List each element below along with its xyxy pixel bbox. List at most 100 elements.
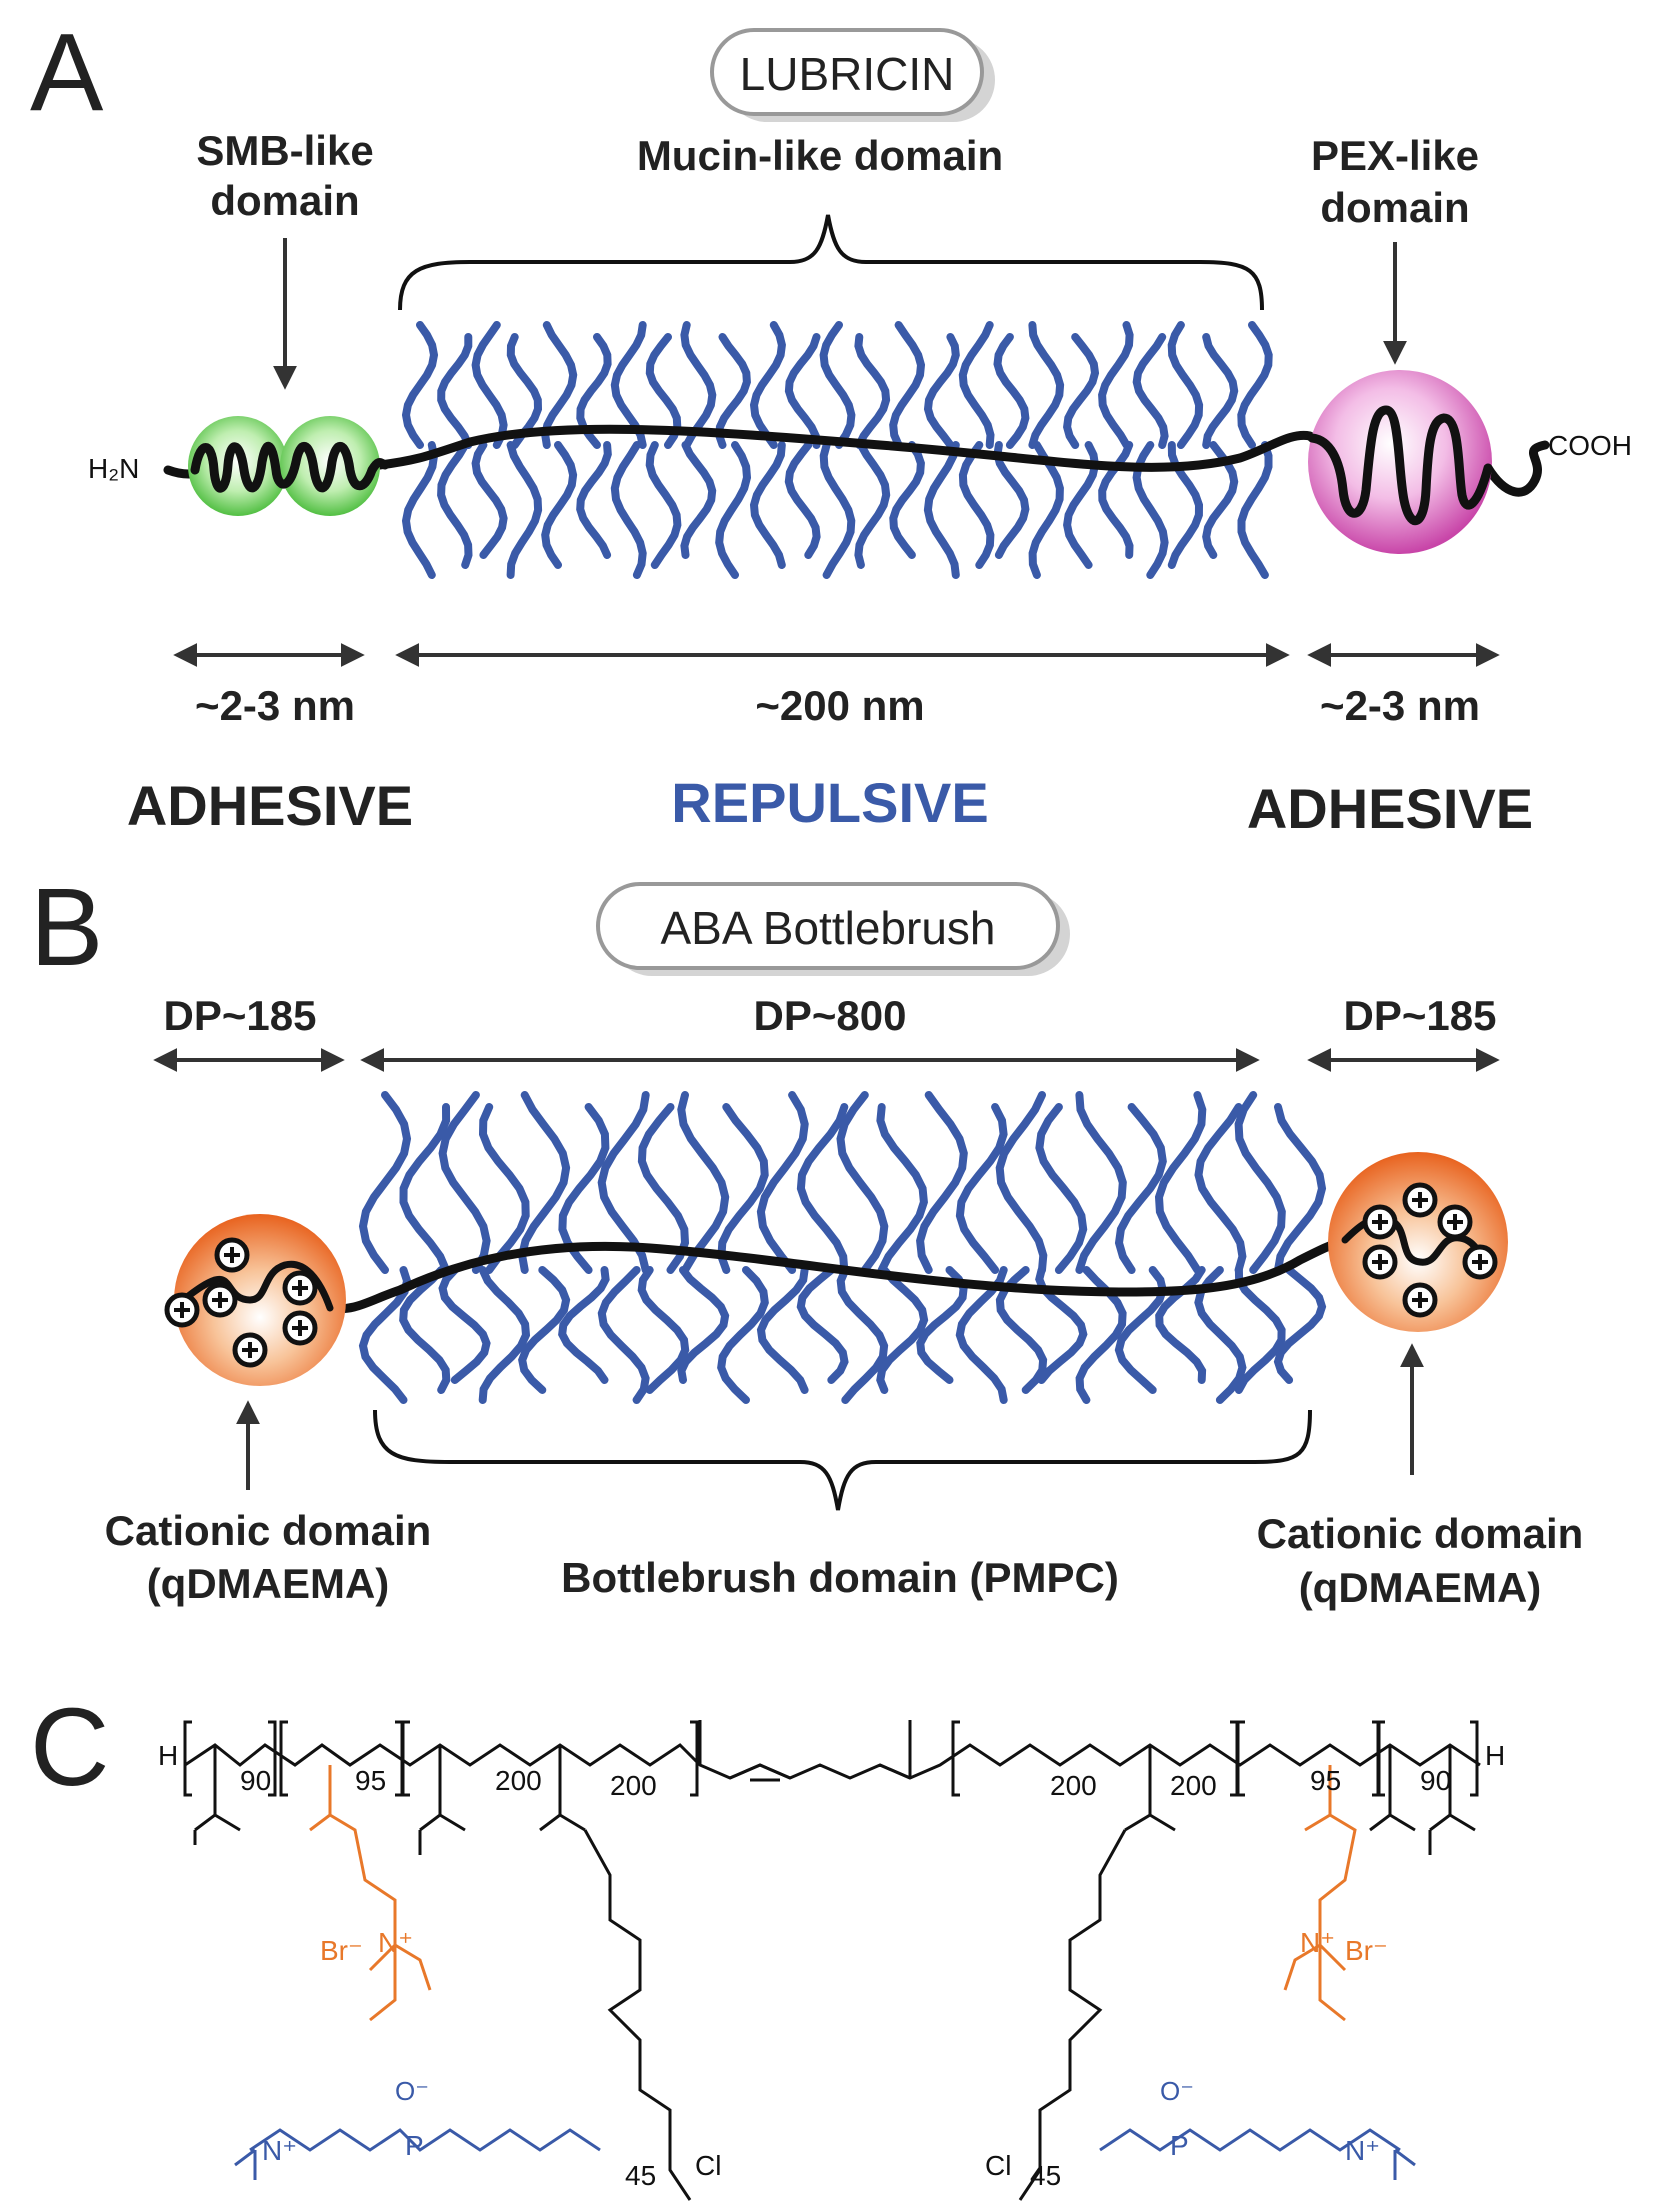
bristle bbox=[889, 441, 925, 559]
smb-label-1: SMB-like bbox=[196, 127, 373, 174]
bristle bbox=[677, 1091, 730, 1274]
bristle bbox=[680, 441, 717, 559]
bottlebrush-title-pill: ABA Bottlebrush bbox=[596, 882, 1070, 976]
pex-domain bbox=[1307, 370, 1493, 554]
phosphate-ominus-right: O⁻ bbox=[1160, 2076, 1194, 2106]
bristle bbox=[506, 441, 543, 579]
bristle bbox=[796, 1266, 849, 1384]
n45-left: 45 bbox=[625, 2160, 656, 2191]
bristle bbox=[438, 1266, 491, 1384]
bristle bbox=[955, 1266, 1008, 1404]
bristle bbox=[610, 441, 647, 579]
bristle bbox=[1167, 321, 1204, 449]
bristle bbox=[1063, 333, 1100, 449]
plus-glyph bbox=[1447, 1214, 1463, 1230]
plus-glyph bbox=[1412, 1192, 1428, 1208]
chemical-structure bbox=[183, 1720, 1481, 2201]
bristle bbox=[1202, 333, 1239, 449]
bristle bbox=[597, 1091, 650, 1274]
bristle bbox=[958, 441, 995, 569]
label-adhesive-left: ADHESIVE bbox=[127, 774, 413, 837]
cationic-charges-right bbox=[1362, 1182, 1498, 1318]
bristle bbox=[993, 441, 1030, 559]
size-left: ~2-3 nm bbox=[195, 682, 355, 729]
bristle bbox=[401, 321, 439, 449]
panel-a-letter: A bbox=[30, 11, 104, 134]
size-mid: ~200 nm bbox=[755, 682, 924, 729]
n45-right: 45 bbox=[1030, 2160, 1061, 2191]
plus-glyph bbox=[1472, 1254, 1488, 1270]
bristle bbox=[1132, 333, 1169, 449]
bristle bbox=[437, 441, 473, 569]
bristle bbox=[680, 321, 717, 449]
plus-glyph bbox=[224, 1247, 240, 1263]
bristle bbox=[854, 441, 891, 569]
bristle bbox=[876, 1103, 928, 1274]
n200-a: 200 bbox=[495, 1765, 542, 1796]
lubricin-title-pill: LUBRICIN bbox=[710, 28, 995, 122]
n90-left: 90 bbox=[240, 1765, 271, 1796]
plus-glyph bbox=[1372, 1214, 1388, 1230]
smb-label-2: domain bbox=[210, 177, 359, 224]
mucin-bristles bbox=[401, 321, 1273, 579]
bristle bbox=[717, 1266, 769, 1404]
phosphate-ominus-left: O⁻ bbox=[395, 2076, 429, 2106]
n95-left: 95 bbox=[355, 1765, 386, 1796]
bristle bbox=[401, 441, 439, 579]
bottlebrush-backbone bbox=[325, 1235, 1350, 1314]
bristle bbox=[1154, 1091, 1207, 1274]
cationic-right-1: Cationic domain bbox=[1257, 1510, 1584, 1557]
plus-glyph bbox=[292, 1320, 308, 1336]
mucin-brace bbox=[398, 214, 1264, 311]
bristle bbox=[358, 1091, 412, 1274]
bristle bbox=[597, 1266, 650, 1404]
bristle bbox=[1234, 1091, 1286, 1274]
bristle bbox=[471, 441, 508, 559]
bristle bbox=[1194, 1103, 1247, 1274]
pex-tail bbox=[1483, 440, 1550, 497]
bristle bbox=[923, 333, 960, 449]
lubricin-title: LUBRICIN bbox=[740, 48, 955, 100]
bristle bbox=[1035, 1103, 1088, 1274]
bristle bbox=[399, 1266, 451, 1394]
bristle bbox=[1237, 441, 1273, 579]
bristle bbox=[518, 1266, 571, 1394]
bristle bbox=[1237, 321, 1273, 449]
bristle bbox=[958, 321, 995, 449]
choline-n-right: N⁺ bbox=[1345, 2135, 1380, 2166]
bristle bbox=[749, 441, 786, 569]
bristle bbox=[637, 1266, 690, 1394]
bottlebrush-label: Bottlebrush domain (PMPC) bbox=[561, 1554, 1119, 1601]
bristle bbox=[478, 1266, 531, 1404]
plus-glyph bbox=[292, 1280, 308, 1296]
bristle bbox=[715, 333, 751, 449]
bristle bbox=[558, 1266, 610, 1384]
bristle bbox=[717, 1103, 769, 1274]
bristle bbox=[1028, 321, 1065, 449]
smb-domain bbox=[188, 416, 390, 516]
label-repulsive: REPULSIVE bbox=[671, 771, 988, 834]
bristle bbox=[836, 1266, 889, 1404]
bristle bbox=[756, 1091, 809, 1274]
phosphorus-left: P bbox=[405, 2130, 424, 2161]
bristle bbox=[541, 441, 578, 569]
bottlebrush-title: ABA Bottlebrush bbox=[661, 902, 996, 954]
bristle bbox=[637, 1103, 690, 1274]
n200-b: 200 bbox=[610, 1770, 657, 1801]
cationic-left-2: (qDMAEMA) bbox=[147, 1560, 390, 1607]
n95-right: 95 bbox=[1310, 1765, 1341, 1796]
bristle bbox=[645, 441, 682, 569]
bristle bbox=[876, 1266, 929, 1394]
bristle bbox=[854, 333, 891, 449]
bristle bbox=[437, 333, 473, 449]
bristle bbox=[993, 333, 1030, 449]
n90-right: 90 bbox=[1420, 1765, 1451, 1796]
bristle bbox=[923, 441, 960, 579]
bristle bbox=[438, 1091, 491, 1274]
bottlebrush-brace bbox=[373, 1409, 1312, 1511]
bristle bbox=[749, 321, 786, 449]
pmpc-bristles bbox=[358, 1091, 1327, 1404]
bristle bbox=[1075, 1091, 1127, 1274]
bromide-right: Br⁻ bbox=[1345, 1935, 1388, 1966]
bristle bbox=[955, 1103, 1008, 1274]
